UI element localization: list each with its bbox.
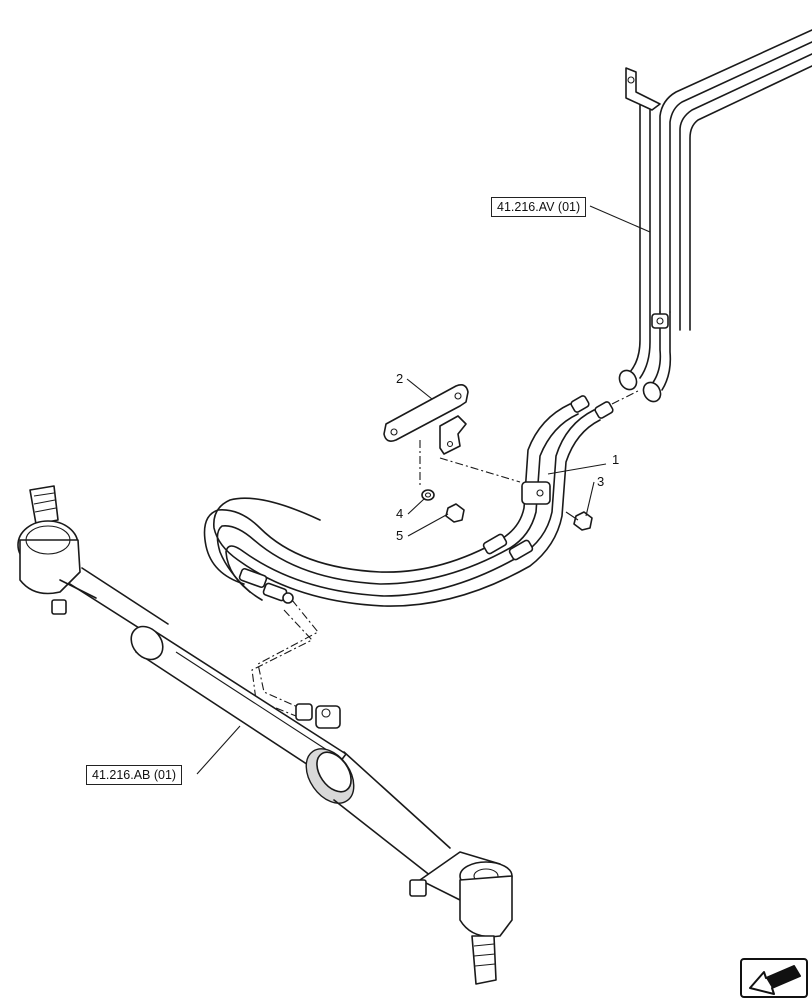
callout-2: 2 (396, 371, 403, 386)
screw-part-5 (445, 503, 465, 523)
reference-link-lower[interactable]: 41.216.AB (01) (86, 765, 183, 785)
bolt-part-3 (565, 511, 593, 531)
washer-part-4 (421, 489, 435, 501)
hose-assembly-part-1 (203, 395, 614, 607)
navigation-button[interactable] (740, 958, 808, 998)
arrow-left-down-icon (749, 965, 801, 995)
bracket-part-2 (383, 384, 469, 455)
upper-steel-pipes (618, 29, 812, 403)
reference-link-upper[interactable]: 41.216.AV (01) (491, 197, 587, 217)
leader-lines (196, 205, 651, 775)
callout-3: 3 (597, 474, 604, 489)
callout-5: 5 (396, 528, 403, 543)
callout-numbers: 1 2 3 4 5 (396, 371, 619, 543)
callout-4: 4 (396, 506, 403, 521)
callout-1: 1 (612, 452, 619, 467)
hydraulic-cylinder (17, 485, 513, 985)
